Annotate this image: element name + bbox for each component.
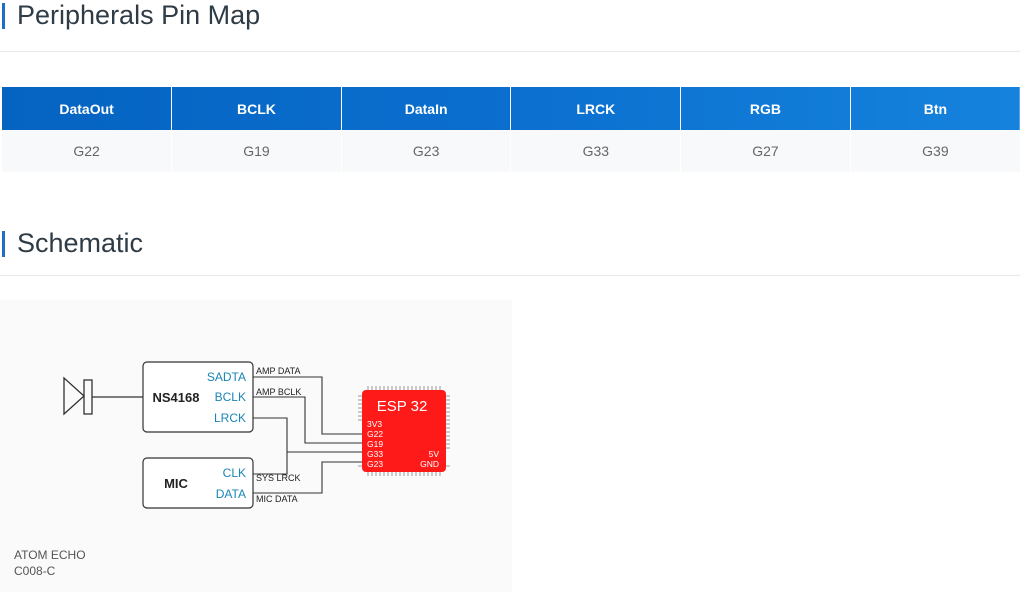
- esp32-pin-label: 5V: [429, 449, 440, 459]
- mic-pin-label: DATA: [216, 487, 246, 501]
- schematic-title: Schematic: [17, 228, 144, 258]
- schematic-svg: NS4168 SADTA BCLK LRCK MIC CLK DATA: [14, 361, 450, 578]
- table-row: G22 G19 G23 G33 G27 G39: [2, 130, 1020, 172]
- table-cell: G23: [341, 130, 512, 172]
- mic-chip-name: MIC: [164, 476, 188, 491]
- pin-map-table: DataOut BCLK DataIn LRCK RGB Btn G22 G19…: [2, 87, 1020, 172]
- product-sku: C008-C: [14, 564, 56, 578]
- table-cell: G22: [2, 130, 173, 172]
- pin-map-heading: Peripherals Pin Map: [0, 0, 1020, 52]
- esp32-pin-label: 3V3: [367, 419, 382, 429]
- table-header-cell: Btn: [923, 100, 948, 117]
- heading-accent-bar: [2, 2, 5, 29]
- esp32-pin-label: G23: [367, 459, 383, 469]
- mic-chip: MIC CLK DATA: [142, 457, 254, 509]
- net-label: AMP DATA: [256, 366, 301, 376]
- amp-chip-name: NS4168: [153, 390, 200, 405]
- mic-pin-label: CLK: [223, 466, 246, 480]
- amp-pin-label: SADTA: [207, 370, 246, 384]
- table-cell: G39: [850, 130, 1020, 172]
- esp32-pin-label: G33: [367, 449, 383, 459]
- table-header-cell: LRCK: [510, 87, 682, 130]
- esp32-chip-name: ESP 32: [377, 398, 428, 415]
- heading-accent-bar: [2, 230, 5, 257]
- net-label: AMP BCLK: [256, 387, 301, 397]
- table-header-cell: DataIn: [341, 87, 512, 130]
- esp32-chip: ESP 32 3V3 G22 G19 G33 G23 5V GND: [358, 386, 450, 476]
- wires: [253, 376, 362, 494]
- net-label: MIC DATA: [256, 494, 298, 504]
- table-header-cell: BCLK: [171, 87, 342, 130]
- product-name: ATOM ECHO: [14, 548, 86, 562]
- table-header-row: DataOut BCLK DataIn LRCK RGB Btn: [2, 87, 1020, 130]
- table-header-cell: DataOut: [2, 87, 173, 130]
- schematic-diagram: NS4168 SADTA BCLK LRCK MIC CLK DATA: [0, 300, 512, 592]
- net-label: SYS LRCK: [256, 473, 301, 483]
- pin-map-title: Peripherals Pin Map: [17, 0, 261, 30]
- speaker-icon: [63, 376, 143, 416]
- schematic-heading: Schematic: [0, 212, 1020, 276]
- esp32-pin-label: G19: [367, 439, 383, 449]
- amp-chip: NS4168 SADTA BCLK LRCK: [142, 361, 254, 433]
- table-header-cell: RGB: [680, 87, 851, 130]
- table-cell: G19: [171, 130, 342, 172]
- table-cell: G33: [510, 130, 682, 172]
- amp-pin-label: LRCK: [214, 411, 246, 425]
- esp32-pin-label: GND: [420, 459, 439, 469]
- esp32-pin-label: G22: [367, 429, 383, 439]
- amp-pin-label: BCLK: [215, 390, 246, 404]
- table-cell: G27: [680, 130, 851, 172]
